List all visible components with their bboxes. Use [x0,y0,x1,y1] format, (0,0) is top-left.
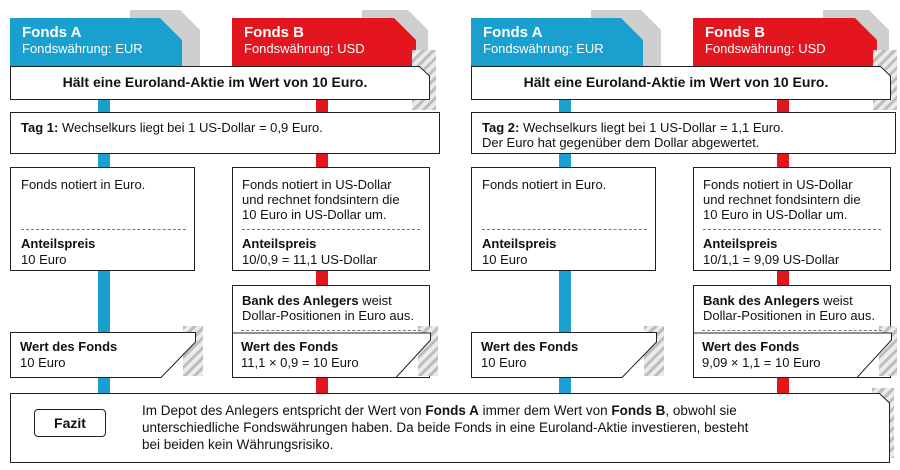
fonds-b-value-box [693,332,892,378]
fonds-a-name: Fonds A [22,24,82,41]
divider [482,229,647,230]
fonds-a-tab [10,18,182,68]
fonds-a-tab-text: Fonds A Fondswährung: EUR [12,20,172,66]
divider [703,229,881,230]
fonds-a-value-box [471,332,657,378]
bank-text-2: Dollar-Positionen in Euro aus. [242,308,414,323]
divider [21,229,186,230]
header-box [471,66,891,100]
fonds-b-value-box [232,332,431,378]
fazit-line1-post: , obwohl sie [665,403,737,418]
fonds-b-tab [693,18,877,68]
header-box [10,66,430,100]
day-text-2: Der Euro hat gegenüber dem Dollar abgewe… [482,135,760,150]
day-box: Tag 2: Wechselkurs liegt bei 1 US-Dollar… [471,112,896,154]
fonds-a-price-label: Anteilspreis [21,236,96,251]
fonds-b-note-3: 10 Euro in US-Dollar um. [703,207,848,222]
divider [242,229,420,230]
bank-text-1: weist [819,293,853,308]
fonds-b-value-label: Wert des Fonds [241,339,339,354]
fonds-b-note-2: und rechnet fondsintern die [703,192,861,207]
fonds-b-price-value: 10/0,9 = 11,1 US-Dollar [242,252,378,267]
header-text: Hält eine Euroland-Aktie im Wert von 10 … [523,74,829,90]
fonds-b-value: 11,1 × 0,9 = 10 Euro [241,355,359,370]
day-text: Wechselkurs liegt bei 1 US-Dollar = 1,1 … [519,120,784,135]
fazit-fonds-b: Fonds B [611,403,666,418]
fonds-a-value: 10 Euro [481,355,527,370]
fazit-line1-mid: immer dem Wert von [478,403,612,418]
day-box: Tag 1: Wechselkurs liegt bei 1 US-Dollar… [10,112,440,154]
fonds-b-note-1: Fonds notiert in US-Dollar [703,177,853,192]
bank-label: Bank des Anlegers [703,293,820,308]
fonds-b-value: 9,09 × 1,1 = 10 Euro [702,355,821,370]
fazit-line1-pre: Im Depot des Anlegers entspricht der Wer… [142,403,426,418]
day-label: Tag 2: [482,120,520,135]
fonds-a-value-label: Wert des Fonds [20,339,118,354]
day-text: Wechselkurs liegt bei 1 US-Dollar = 0,9 … [58,120,323,135]
fonds-b-info-box: Fonds notiert in US-Dollar und rechnet f… [232,167,430,271]
fonds-b-note-3: 10 Euro in US-Dollar um. [242,207,387,222]
fonds-b-price-value: 10/1,1 = 9,09 US-Dollar [703,252,840,267]
fonds-b-note-2: und rechnet fondsintern die [242,192,400,207]
fonds-a-info-box: Fonds notiert in Euro. Anteilspreis 10 E… [471,167,656,271]
fonds-b-tab-text: Fonds B Fondswährung: USD [695,20,865,66]
fonds-b-tab-text: Fonds B Fondswährung: USD [234,20,404,66]
fonds-b-price-label: Anteilspreis [242,236,317,251]
fonds-a-note: Fonds notiert in Euro. [482,177,607,192]
fonds-b-tab [232,18,416,68]
bank-text-1: weist [358,293,392,308]
fonds-b-info-box: Fonds notiert in US-Dollar und rechnet f… [693,167,891,271]
fazit-line2: unterschiedliche Fondswährungen haben. D… [142,420,749,435]
fonds-a-note: Fonds notiert in Euro. [21,177,146,192]
fonds-b-value-label: Wert des Fonds [702,339,800,354]
bank-text-2: Dollar-Positionen in Euro aus. [703,308,875,323]
fonds-a-info-box: Fonds notiert in Euro. Anteilspreis 10 E… [10,167,195,271]
fazit-fonds-a: Fonds A [425,403,479,418]
panel-day-1: Fonds A Fondswährung: EUR Fonds B Fondsw… [0,0,445,395]
fonds-a-tab [471,18,643,68]
fazit-text: Im Depot des Anlegers entspricht der Wer… [142,402,877,453]
fonds-a-currency: Fondswährung: EUR [22,41,143,56]
bank-label: Bank des Anlegers [242,293,359,308]
panel-day-2: Fonds A Fondswährung: EUR Fonds B Fondsw… [461,0,900,395]
fonds-b-currency: Fondswährung: USD [244,41,365,56]
fazit-line3: bei beiden kein Währungsrisiko. [142,437,334,452]
fonds-b-name: Fonds B [705,24,765,41]
header-text: Hält eine Euroland-Aktie im Wert von 10 … [62,74,368,90]
fazit-label: Fazit [34,409,106,437]
fonds-a-name: Fonds A [483,24,543,41]
fonds-b-price-label: Anteilspreis [703,236,778,251]
fonds-a-value: 10 Euro [20,355,66,370]
fonds-a-value-box [10,332,196,378]
fonds-a-currency: Fondswährung: EUR [483,41,604,56]
fonds-a-tab-text: Fonds A Fondswährung: EUR [473,20,633,66]
fonds-a-price-label: Anteilspreis [482,236,557,251]
day-label: Tag 1: [21,120,59,135]
fonds-b-currency: Fondswährung: USD [705,41,826,56]
fonds-a-price-value: 10 Euro [482,252,528,267]
fonds-b-name: Fonds B [244,24,304,41]
fonds-a-value-label: Wert des Fonds [481,339,579,354]
fonds-b-note-1: Fonds notiert in US-Dollar [242,177,392,192]
fonds-a-price-value: 10 Euro [21,252,67,267]
fazit-box [10,393,890,463]
